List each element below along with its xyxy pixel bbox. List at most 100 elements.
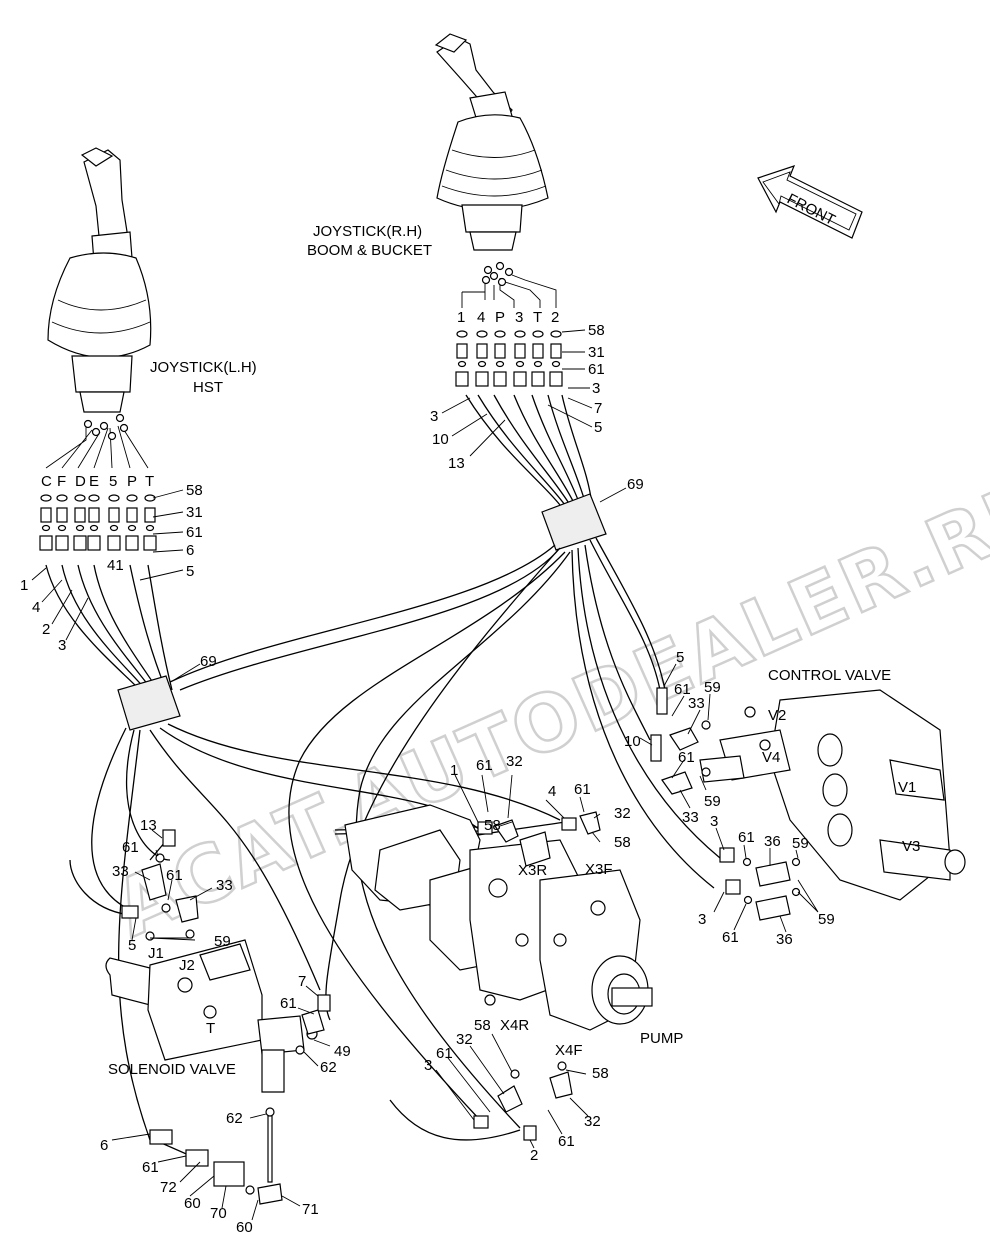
harness-callouts: 69 69 [173,476,644,681]
callout: 60 [184,1195,201,1212]
callout: 59 [214,933,231,950]
callout: 2 [530,1147,538,1164]
callout: 61 [476,757,493,774]
callout: 3 [424,1057,432,1074]
callout: 59 [818,911,835,928]
callout: 61 [678,749,695,766]
callout: 5 [128,937,136,954]
port-label: T [533,309,542,326]
fitting-stack [143,494,157,551]
fitting-stack [55,494,69,551]
hose-bundle [45,394,721,1161]
callout: 61 [166,867,183,884]
cv-fittings [650,687,801,921]
rh-callouts-right: 58 31 61 3 7 5 [547,322,605,436]
port-label: 3 [515,309,523,326]
solenoid-valve-label: SOLENOID VALVE [108,1061,236,1078]
lh-callouts-right: 58 31 61 6 5 [139,482,203,581]
port-label: D [75,473,86,490]
port-code: J1 [148,945,164,962]
control-valve [699,689,966,901]
callout: 10 [624,733,641,750]
callout: 33 [688,695,705,712]
solenoid-valve [105,939,318,1093]
callout: 13 [448,455,465,472]
callout: 32 [506,753,523,770]
callout: 41 [107,557,124,574]
callout: 58 [588,322,605,339]
lh-port-leaders [45,413,149,469]
port-label: P [127,473,137,490]
joystick-rh [434,33,549,251]
port-label: C [41,473,52,490]
port-label: 1 [457,309,465,326]
callout: 7 [298,973,306,990]
pump [344,804,653,1031]
port-label: P [495,309,505,326]
callout: 62 [226,1110,243,1127]
callout: 69 [627,476,644,493]
fitting-stack [493,330,507,387]
callout: 71 [302,1201,319,1218]
port-label: T [145,473,154,490]
callout: 5 [676,649,684,666]
callout: 58 [484,817,501,834]
callout: 33 [682,809,699,826]
fitting-stack [87,494,101,551]
callout: 33 [216,877,233,894]
port-label: 2 [551,309,559,326]
rh-port-leaders [461,261,557,308]
port-label: 5 [109,473,117,490]
callout: 7 [594,400,602,417]
port-code: J2 [179,957,195,974]
callout: 5 [186,563,194,580]
callout: 32 [584,1113,601,1130]
callout: 6 [186,542,194,559]
callout: 36 [764,833,781,850]
joystick-lh-label-1: JOYSTICK(L.H) [150,359,257,376]
solenoid-callouts: 7 61 49 62 62 6 61 72 60 70 60 71 [100,973,351,1236]
fitting-stack [73,494,87,551]
port-code: X3R [518,862,547,879]
callout: 31 [588,344,605,361]
callout: 31 [186,504,203,521]
callout: 3 [710,813,718,830]
port-code: V3 [902,838,920,855]
callout: 70 [210,1205,227,1222]
callout: 3 [698,911,706,928]
callout: 62 [320,1059,337,1076]
fitting-stack [513,330,527,387]
callout: 72 [160,1179,177,1196]
callout: 58 [592,1065,609,1082]
port-code: T [206,1020,215,1037]
joystick-rh-label-2: BOOM & BUCKET [307,242,432,259]
pump-label: PUMP [640,1030,683,1047]
callout: 61 [186,524,203,541]
callout: 61 [142,1159,159,1176]
port-code: V4 [762,749,780,766]
fitting-stack [455,330,469,387]
callout: 4 [548,783,556,800]
callout: 61 [280,995,297,1012]
callout: 61 [574,781,591,798]
port-code: V1 [898,779,916,796]
callout: 13 [140,817,157,834]
callout: 61 [588,361,605,378]
callout: 59 [704,679,721,696]
callout: 5 [594,419,602,436]
fitting-stack [549,330,563,387]
callout: 3 [592,380,600,397]
callout: 61 [436,1045,453,1062]
port-code: X4F [555,1042,583,1059]
callout: 3 [58,637,66,654]
callout: 61 [722,929,739,946]
rh-callouts-left: 3 10 13 [430,397,506,472]
port-label: F [57,473,66,490]
callout: 36 [776,931,793,948]
port-label: 4 [477,309,485,326]
callout: 60 [236,1219,253,1236]
callout: 58 [474,1017,491,1034]
fitting-stack [531,330,545,387]
fitting-stack [39,494,53,551]
